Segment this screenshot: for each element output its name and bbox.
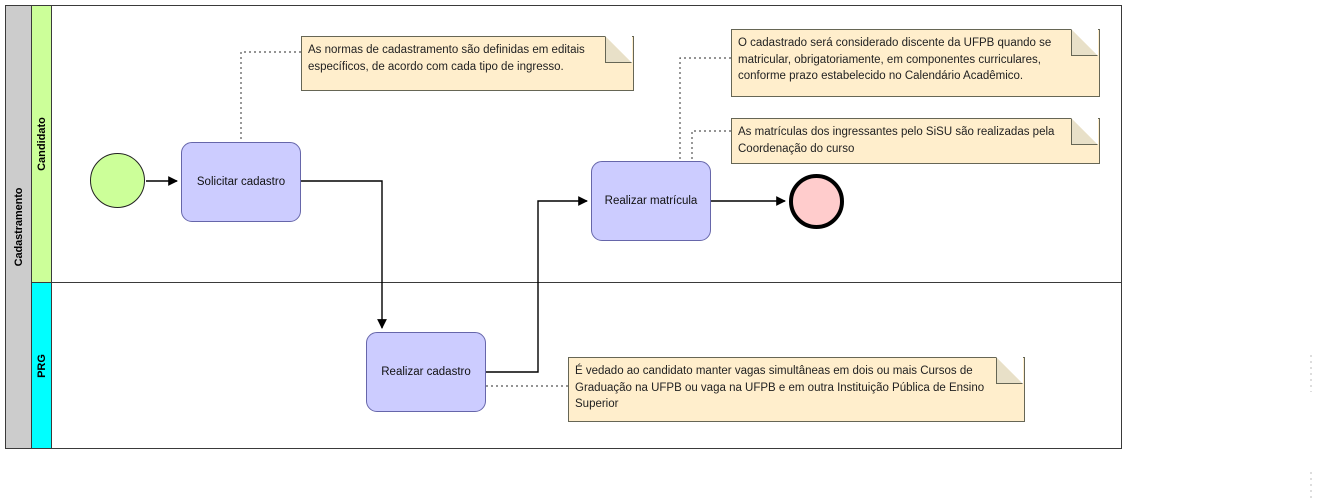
pool-header-cadastramento: Cadastramento: [5, 5, 32, 449]
annotation-note-normas[interactable]: As normas de cadastramento são definidas…: [301, 36, 634, 91]
task-label: Realizar matrícula: [604, 194, 698, 207]
task-solicitar-cadastro[interactable]: Solicitar cadastro: [181, 142, 301, 222]
annotation-note-vedado[interactable]: É vedado ao candidato manter vagas simul…: [568, 357, 1025, 422]
annotation-text: As normas de cadastramento são definidas…: [308, 44, 585, 73]
annotation-text: É vedado ao candidato manter vagas simul…: [575, 365, 985, 411]
note-background: [731, 118, 1100, 164]
note-background: [301, 36, 634, 91]
annotation-note-discente[interactable]: O cadastrado será considerado discente d…: [731, 29, 1100, 97]
lane-label-candidato: Candidato: [35, 117, 48, 171]
pool-title: Cadastramento: [12, 187, 25, 267]
note-background: [731, 29, 1100, 97]
annotation-text: As matrículas dos ingressantes pelo SiSU…: [738, 126, 1055, 155]
lane-header-candidato: Candidato: [31, 5, 52, 283]
annotation-note-sisu[interactable]: As matrículas dos ingressantes pelo SiSU…: [731, 118, 1100, 164]
task-label: Solicitar cadastro: [196, 175, 286, 188]
annotation-text: O cadastrado será considerado discente d…: [738, 37, 1052, 83]
lane-label-prg: PRG: [35, 353, 48, 378]
task-realizar-matricula[interactable]: Realizar matrícula: [591, 161, 711, 241]
start-event[interactable]: [90, 153, 145, 208]
task-label: Realizar cadastro: [381, 365, 471, 378]
lane-header-prg: PRG: [31, 282, 52, 449]
end-event[interactable]: [789, 174, 844, 229]
note-background: [568, 357, 1025, 422]
task-realizar-cadastro[interactable]: Realizar cadastro: [366, 332, 486, 412]
